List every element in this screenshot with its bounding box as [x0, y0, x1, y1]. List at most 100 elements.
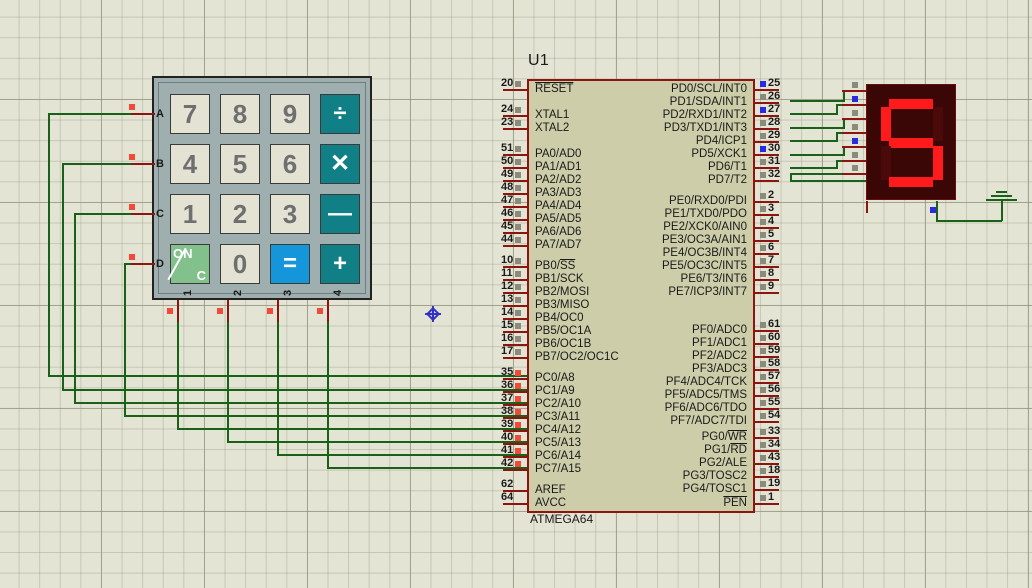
wire-seg-7v[interactable] — [790, 173, 792, 182]
wire-pc3-h[interactable] — [124, 415, 528, 417]
wire-rowC-h[interactable] — [74, 213, 131, 215]
pin-square-30[interactable] — [760, 146, 766, 152]
wire-rowB-v[interactable] — [62, 163, 64, 390]
pin-square-40[interactable] — [515, 435, 521, 441]
pin-square-1[interactable] — [760, 495, 766, 501]
wire-col4-v[interactable] — [327, 320, 329, 468]
pin-square-16[interactable] — [515, 336, 521, 342]
key-9[interactable]: 9 — [270, 94, 310, 134]
wire-pc6-h[interactable] — [277, 454, 528, 456]
key-equals[interactable]: = — [270, 244, 310, 284]
key-1[interactable]: 1 — [170, 194, 210, 234]
wire-seg-4v[interactable] — [836, 132, 838, 142]
pin-square-36[interactable] — [515, 383, 521, 389]
keypad-pin-A[interactable] — [129, 104, 135, 110]
wire-rowB-h[interactable] — [62, 163, 131, 165]
wire-seg-2v[interactable] — [836, 104, 838, 115]
keypad-pin-D[interactable] — [129, 254, 135, 260]
key-2[interactable]: 2 — [220, 194, 260, 234]
keypad-pin-3[interactable] — [267, 308, 273, 314]
wire-seg-3v[interactable] — [843, 118, 845, 129]
wire-seg-3[interactable] — [790, 127, 845, 129]
pin-square-25[interactable] — [760, 81, 766, 87]
pin-square-37[interactable] — [515, 396, 521, 402]
wire-pc2-h[interactable] — [74, 402, 528, 404]
pin-square-58[interactable] — [760, 361, 766, 367]
pin-square-10[interactable] — [515, 258, 521, 264]
pin-square-28[interactable] — [760, 120, 766, 126]
display-common-pin[interactable] — [930, 207, 936, 213]
pin-square-33[interactable] — [760, 429, 766, 435]
wire-pc7-h[interactable] — [327, 467, 528, 469]
pin-square-7[interactable] — [760, 258, 766, 264]
keypad-pin-1[interactable] — [167, 308, 173, 314]
wire-seg-5v[interactable] — [843, 146, 845, 156]
pin-square-61[interactable] — [760, 322, 766, 328]
ground-stem[interactable] — [1001, 200, 1003, 221]
key-8[interactable]: 8 — [220, 94, 260, 134]
keypad-pin-C[interactable] — [129, 204, 135, 210]
display-pin-5[interactable] — [852, 138, 858, 144]
pin-square-12[interactable] — [515, 284, 521, 290]
wire-seg-6v[interactable] — [836, 160, 838, 169]
wire-rowA-v[interactable] — [48, 113, 50, 296]
wire-rowD-v[interactable] — [124, 263, 126, 416]
pin-square-50[interactable] — [515, 159, 521, 165]
wire-seg-2[interactable] — [790, 113, 838, 115]
wire-pc4-h[interactable] — [177, 428, 528, 430]
pin-square-59[interactable] — [760, 348, 766, 354]
key-plus[interactable]: + — [320, 244, 360, 284]
key-multiply[interactable]: ✕ — [320, 144, 360, 184]
key-7[interactable]: 7 — [170, 94, 210, 134]
wire-seg-1[interactable] — [790, 100, 845, 102]
pin-square-51[interactable] — [515, 146, 521, 152]
key-minus[interactable]: — — [320, 194, 360, 234]
pin-square-32[interactable] — [760, 172, 766, 178]
wire-seg-7b[interactable] — [790, 173, 868, 175]
pin-square-2[interactable] — [760, 193, 766, 199]
pin-square-34[interactable] — [760, 442, 766, 448]
pin-square-55[interactable] — [760, 400, 766, 406]
pin-square-39[interactable] — [515, 422, 521, 428]
pin-square-45[interactable] — [515, 224, 521, 230]
pin-square-8[interactable] — [760, 271, 766, 277]
keypad-pin-2[interactable] — [217, 308, 223, 314]
pin-square-17[interactable] — [515, 349, 521, 355]
display-pin-2[interactable] — [852, 96, 858, 102]
keypad-pin-B[interactable] — [129, 154, 135, 160]
pin-square-46[interactable] — [515, 211, 521, 217]
wire-pc5-h[interactable] — [227, 441, 528, 443]
pin-square-4[interactable] — [760, 219, 766, 225]
wire-col1-v[interactable] — [177, 320, 179, 429]
wire-seg-5[interactable] — [790, 154, 845, 156]
display-pin-1[interactable] — [852, 82, 858, 88]
display-pin-7[interactable] — [852, 165, 858, 171]
key-3[interactable]: 3 — [270, 194, 310, 234]
pin-square-9[interactable] — [760, 284, 766, 290]
wire-seg-7[interactable] — [790, 180, 868, 182]
wire-gnd-h[interactable] — [936, 220, 1002, 222]
pin-square-14[interactable] — [515, 310, 521, 316]
pin-square-29[interactable] — [760, 133, 766, 139]
pin-square-41[interactable] — [515, 448, 521, 454]
key-5[interactable]: 5 — [220, 144, 260, 184]
pin-square-11[interactable] — [515, 271, 521, 277]
pin-square-31[interactable] — [760, 159, 766, 165]
wire-col3-v[interactable] — [277, 320, 279, 455]
wire-seg-1v[interactable] — [843, 90, 845, 101]
keypad-pin-4[interactable] — [317, 308, 323, 314]
key-6[interactable]: 6 — [270, 144, 310, 184]
wire-rowA-v2[interactable] — [48, 296, 50, 376]
wire-col2-v[interactable] — [227, 320, 229, 442]
wire-pc1-h[interactable] — [62, 389, 528, 391]
pin-square-42[interactable] — [515, 461, 521, 467]
pin-square-24[interactable] — [515, 107, 521, 113]
pin-square-19[interactable] — [760, 481, 766, 487]
mcu-body[interactable] — [527, 79, 755, 513]
wire-pc0-h[interactable] — [48, 375, 528, 377]
pin-square-20[interactable] — [515, 81, 521, 87]
pin-square-6[interactable] — [760, 245, 766, 251]
pin-square-23[interactable] — [515, 120, 521, 126]
pin-square-48[interactable] — [515, 185, 521, 191]
